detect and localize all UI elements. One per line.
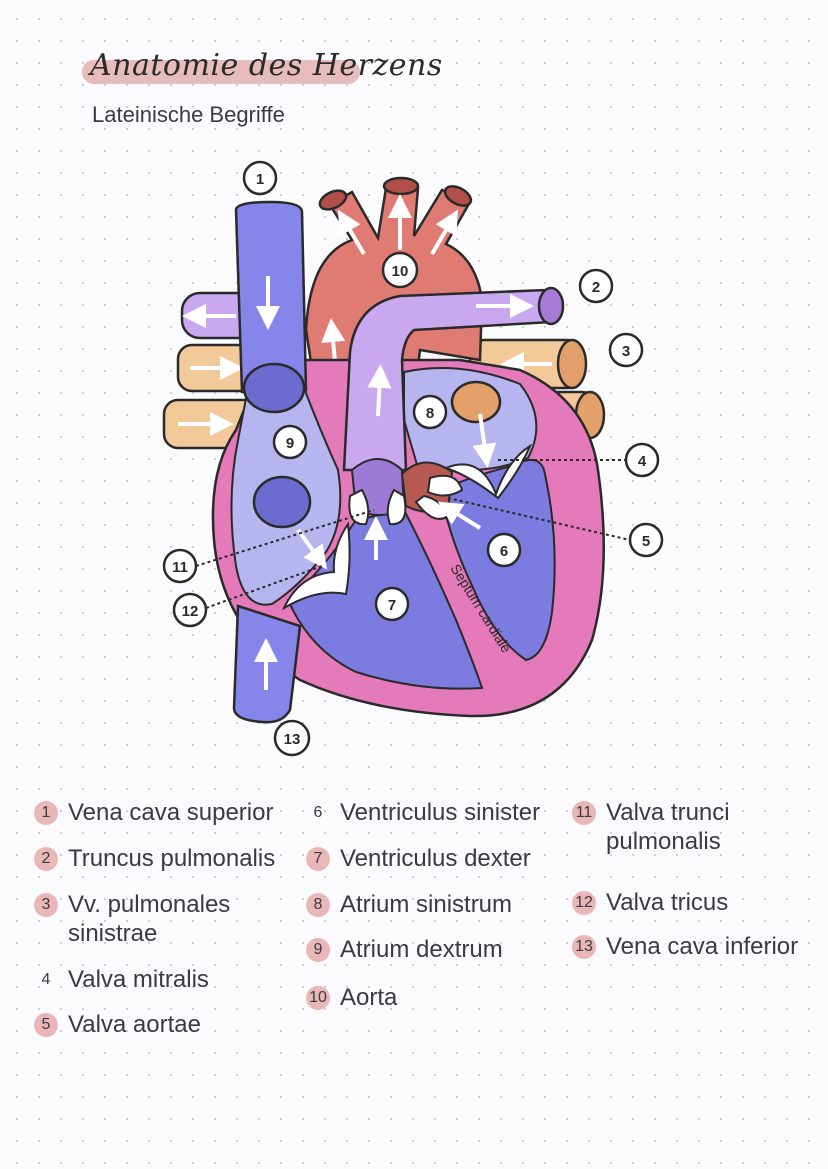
legend-label: Valva tricus: [606, 889, 729, 916]
callouts: 1 2 3 4 5 6 7 8 9 10 11 12 13: [162, 160, 664, 757]
svg-text:5: 5: [642, 533, 650, 550]
svg-text:10: 10: [392, 263, 409, 280]
legend-item: 8 Atrium sinistrum: [306, 890, 512, 919]
callout-12: 12: [172, 592, 208, 628]
svg-text:11: 11: [172, 559, 188, 576]
legend-label: Truncus pulmonalis: [68, 845, 276, 872]
legend-item: 6 Ventriculus sinister: [306, 798, 541, 827]
page-title: Anatomie des Herzens: [90, 48, 443, 83]
legend-item: 4 Valva mitralis: [34, 965, 209, 994]
legend-item: 13 Vena cava inferior: [572, 932, 798, 961]
legend-label: Ventriculus dexter: [340, 845, 531, 872]
legend-number: 12: [572, 891, 596, 915]
legend-label: Atrium dextrum: [340, 936, 503, 963]
callout-4: 4: [624, 442, 660, 478]
legend-number: 7: [306, 847, 330, 871]
aortic-valve: [400, 461, 482, 530]
legend-label: Valva aortae: [68, 1011, 201, 1038]
callout-1: 1: [242, 160, 278, 196]
svg-text:6: 6: [500, 543, 508, 560]
legend-item: 12 Valva tricus: [572, 888, 728, 917]
inferior-vena-cava-opening: [252, 475, 312, 529]
svg-text:8: 8: [426, 405, 434, 422]
legend-number: 10: [306, 986, 330, 1010]
pulmonary-valve: [348, 458, 407, 560]
legend-label: Valva mitralis: [68, 966, 209, 993]
page-subtitle: Lateinische Begriffe: [92, 102, 285, 127]
callout-10: 10: [381, 251, 419, 289]
vena-cava-inferior: [232, 604, 302, 724]
svg-text:4: 4: [638, 453, 647, 470]
legend-number: 8: [306, 893, 330, 917]
legend-item: 3 Vv. pulmonales sinistrae: [34, 890, 264, 948]
callout-9: 9: [272, 424, 308, 460]
legend-label: Vena cava inferior: [606, 933, 799, 960]
title-block: Anatomie des Herzens: [80, 48, 443, 84]
legend-label: Vena cava superior: [68, 799, 274, 826]
callout-2: 2: [578, 268, 614, 304]
callout-7: 7: [374, 586, 410, 622]
legend-number: 1: [34, 801, 58, 825]
callout-5: 5: [628, 522, 664, 558]
legend-label: Valva trunci pulmonalis: [606, 799, 730, 855]
legend-number: 9: [306, 938, 330, 962]
legend-number: 6: [313, 804, 323, 821]
legend-item: 10 Aorta: [306, 983, 397, 1012]
vena-cava-superior: [234, 200, 308, 414]
legend-label: Ventriculus sinister: [340, 799, 541, 826]
svg-text:9: 9: [286, 435, 294, 452]
pulmonary-vein-opening: [450, 380, 502, 424]
svg-text:12: 12: [182, 603, 199, 620]
tricuspid-valve: [281, 521, 351, 611]
callout-3: 3: [608, 332, 644, 368]
callout-11: 11: [162, 548, 198, 584]
heart-diagram: Septum cardiale 1 2 3 4 5 6 7 8 9 10 11 …: [162, 160, 664, 757]
legend-item: 11 Valva trunci pulmonalis: [572, 798, 772, 856]
svg-text:3: 3: [622, 343, 630, 360]
legend-item: 2 Truncus pulmonalis: [34, 844, 275, 873]
legend-number: 13: [572, 935, 596, 959]
svg-text:13: 13: [284, 731, 301, 748]
svg-text:2: 2: [592, 279, 600, 296]
legend-label: Vv. pulmonales sinistrae: [68, 891, 231, 947]
legend-number: 2: [34, 847, 58, 871]
legend-item: 5 Valva aortae: [34, 1010, 201, 1039]
legend-number: 3: [34, 893, 58, 917]
legend-item: 9 Atrium dextrum: [306, 935, 503, 964]
title-highlight: [82, 60, 360, 84]
callout-6: 6: [486, 532, 522, 568]
callout-13: 13: [273, 719, 311, 757]
legend-number: 4: [41, 971, 51, 988]
legend-number: 11: [572, 801, 596, 825]
legend-item: 7 Ventriculus dexter: [306, 844, 531, 873]
svg-text:7: 7: [388, 597, 396, 614]
legend-label: Atrium sinistrum: [340, 891, 513, 918]
legend-label: Aorta: [340, 984, 398, 1011]
callout-8: 8: [412, 394, 448, 430]
mitral-valve: [443, 413, 533, 500]
legend-number: 5: [34, 1013, 58, 1037]
legend-item: 1 Vena cava superior: [34, 798, 273, 827]
leader-lines: [195, 459, 631, 609]
svg-text:1: 1: [256, 171, 264, 188]
truncus-pulmonalis: [342, 286, 565, 472]
